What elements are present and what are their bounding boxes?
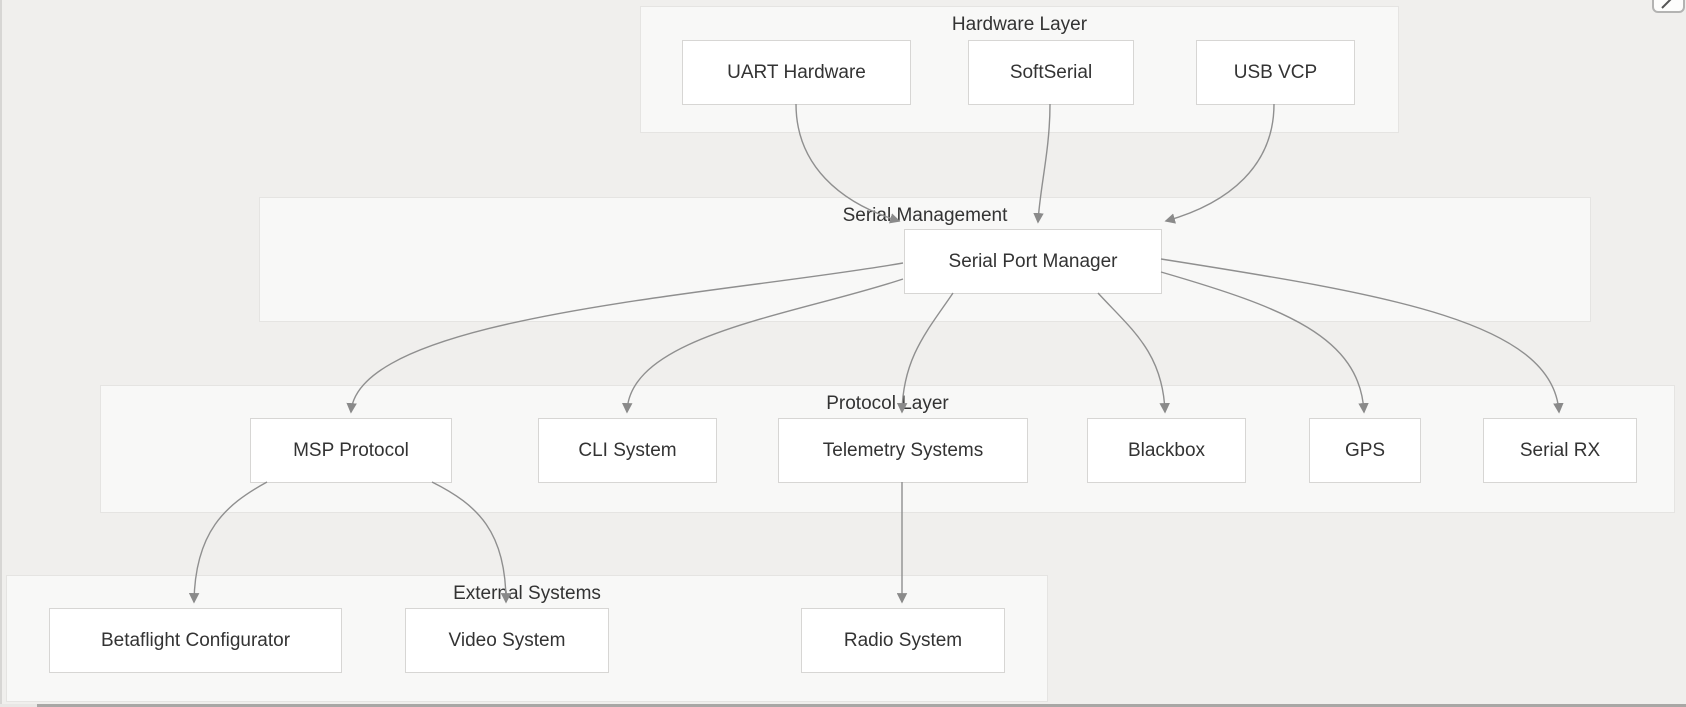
- node-usb-vcp: USB VCP: [1196, 40, 1355, 105]
- node-video-system: Video System: [405, 608, 609, 673]
- node-cli-system: CLI System: [538, 418, 717, 483]
- node-serial-port-manager: Serial Port Manager: [904, 229, 1162, 294]
- node-betaflight-configurator: Betaflight Configurator: [49, 608, 342, 673]
- cluster-protocol-layer: Protocol Layer MSP Protocol CLI System T…: [100, 385, 1675, 513]
- node-msp-protocol: MSP Protocol: [250, 418, 452, 483]
- node-radio-system: Radio System: [801, 608, 1005, 673]
- node-uart-hardware: UART Hardware: [682, 40, 911, 105]
- cluster-external-systems: External Systems Betaflight Configurator…: [6, 575, 1048, 702]
- panel-left-border: [0, 0, 2, 707]
- cluster-label-external-systems: External Systems: [453, 583, 601, 604]
- node-gps: GPS: [1309, 418, 1421, 483]
- node-serial-rx: Serial RX: [1483, 418, 1637, 483]
- diagonal-arrow-icon: [1661, 0, 1672, 9]
- cluster-hardware-layer: Hardware Layer UART Hardware SoftSerial …: [640, 6, 1399, 133]
- panel-control-button[interactable]: [1652, 0, 1685, 13]
- cluster-serial-management: Serial Management Serial Port Manager: [259, 197, 1591, 322]
- node-telemetry-systems: Telemetry Systems: [778, 418, 1028, 483]
- cluster-label-protocol-layer: Protocol Layer: [826, 393, 949, 414]
- node-blackbox: Blackbox: [1087, 418, 1246, 483]
- horizontal-scrollbar-thumb[interactable]: [37, 704, 1686, 707]
- cluster-label-hardware-layer: Hardware Layer: [951, 14, 1088, 35]
- node-softserial: SoftSerial: [968, 40, 1134, 105]
- cluster-label-serial-management: Serial Management: [842, 205, 1008, 226]
